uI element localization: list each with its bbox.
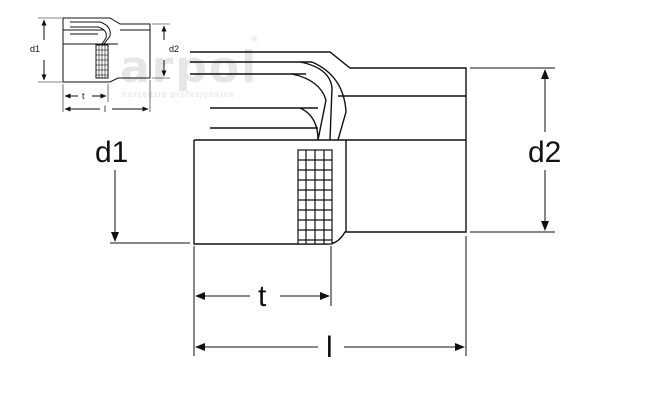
l-label: l: [326, 331, 333, 364]
thumbnail-t-label: t: [82, 91, 85, 101]
brand-tagline: narzędzia profesjonalne: [122, 90, 235, 99]
hex-profile-hatching: [297, 149, 333, 245]
d2-label: d2: [528, 136, 561, 169]
thumbnail-drawing: [38, 17, 170, 112]
main-dimension-lines: [110, 67, 555, 356]
brand-watermark: arpol ® narzędzia profesjonalne: [120, 35, 260, 99]
registered-mark: ®: [250, 35, 260, 45]
brand-logo-text: arpol: [120, 42, 258, 93]
thumbnail-l-label: l: [104, 104, 106, 114]
thumbnail-d1-label: d1: [30, 44, 40, 54]
d1-label: d1: [95, 136, 128, 169]
thumbnail-d2-label: d2: [169, 44, 179, 54]
t-label: t: [258, 280, 267, 313]
